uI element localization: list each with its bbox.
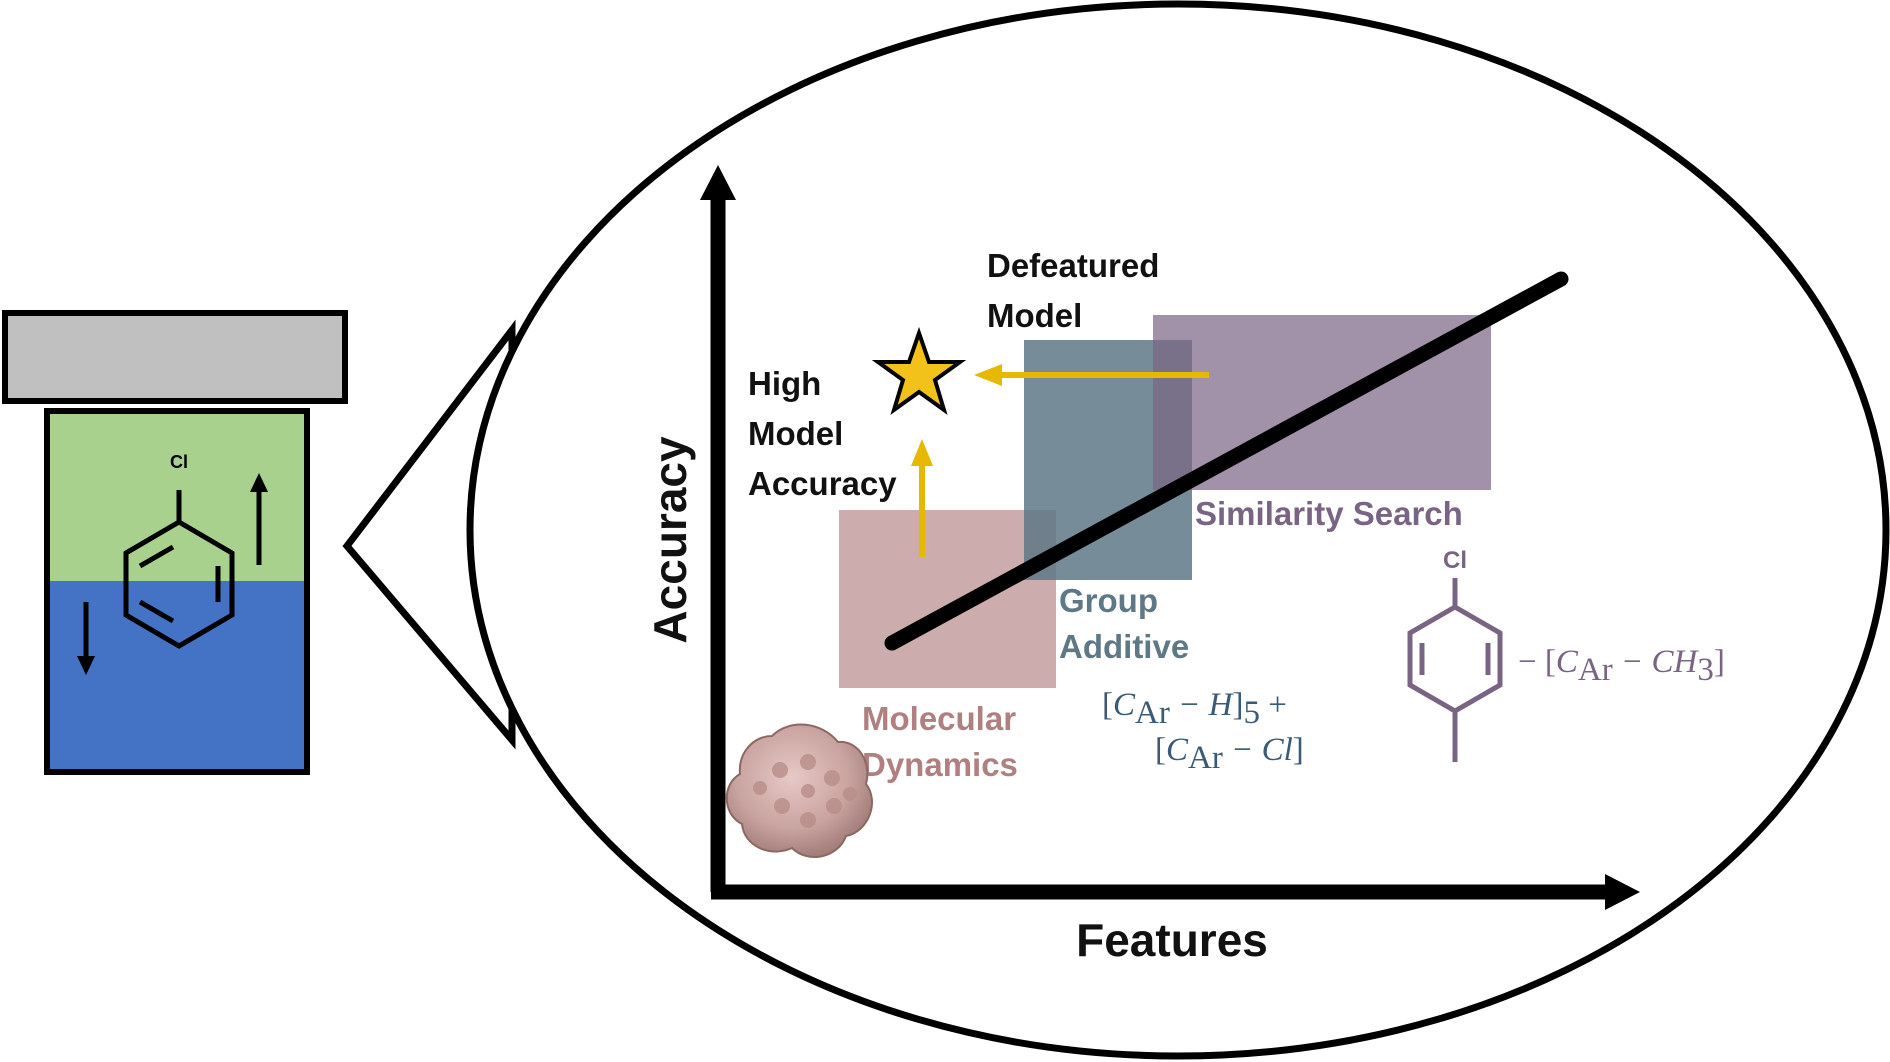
md-label-line2: Dynamics: [862, 746, 1018, 783]
target-star-icon: [871, 326, 967, 416]
axes: [700, 165, 1640, 910]
ga-label-line1: Group: [1059, 582, 1158, 619]
x-axis-label: Features: [1076, 914, 1268, 966]
defeatured-label-line1: Defeatured: [987, 247, 1159, 284]
high-accuracy-line2: Model: [748, 415, 843, 452]
ss-formula: − [CAr − CH3]: [1518, 644, 1725, 688]
vial-cap: [2, 310, 348, 404]
vial-cl-label: Cl: [170, 452, 188, 472]
ss-label: Similarity Search: [1195, 495, 1463, 532]
high-accuracy-line3: Accuracy: [748, 465, 897, 502]
defeatured-label-line2: Model: [987, 297, 1082, 334]
ga-formula-line1: [CAr − H]5 +: [1102, 687, 1287, 731]
trend-line: [884, 271, 1569, 651]
improvement-arrows: [911, 364, 1209, 557]
y-axis-arrowhead: [700, 165, 736, 200]
md-label-line1: Molecular: [862, 700, 1016, 737]
toluene-chloride-structure: [1407, 578, 1503, 762]
vial-body-outline: [44, 408, 310, 775]
ss-cl-label: Cl: [1443, 547, 1467, 574]
ga-formula-line2: [CAr − Cl]: [1155, 732, 1304, 776]
high-accuracy-line1: High: [748, 365, 821, 402]
up-arrow: [250, 473, 268, 565]
molecular-surface-icon: [725, 723, 873, 858]
vial-bottom-phase: [47, 581, 307, 772]
y-axis-label: Accuracy: [644, 436, 696, 644]
ga-label-line2: Additive: [1059, 628, 1189, 665]
md-region: [839, 510, 1056, 688]
x-axis-arrowhead: [1605, 874, 1640, 910]
chlorobenzene-structure: Cl: [123, 452, 235, 649]
down-arrow: [77, 602, 95, 675]
vial: Cl: [2, 310, 348, 775]
